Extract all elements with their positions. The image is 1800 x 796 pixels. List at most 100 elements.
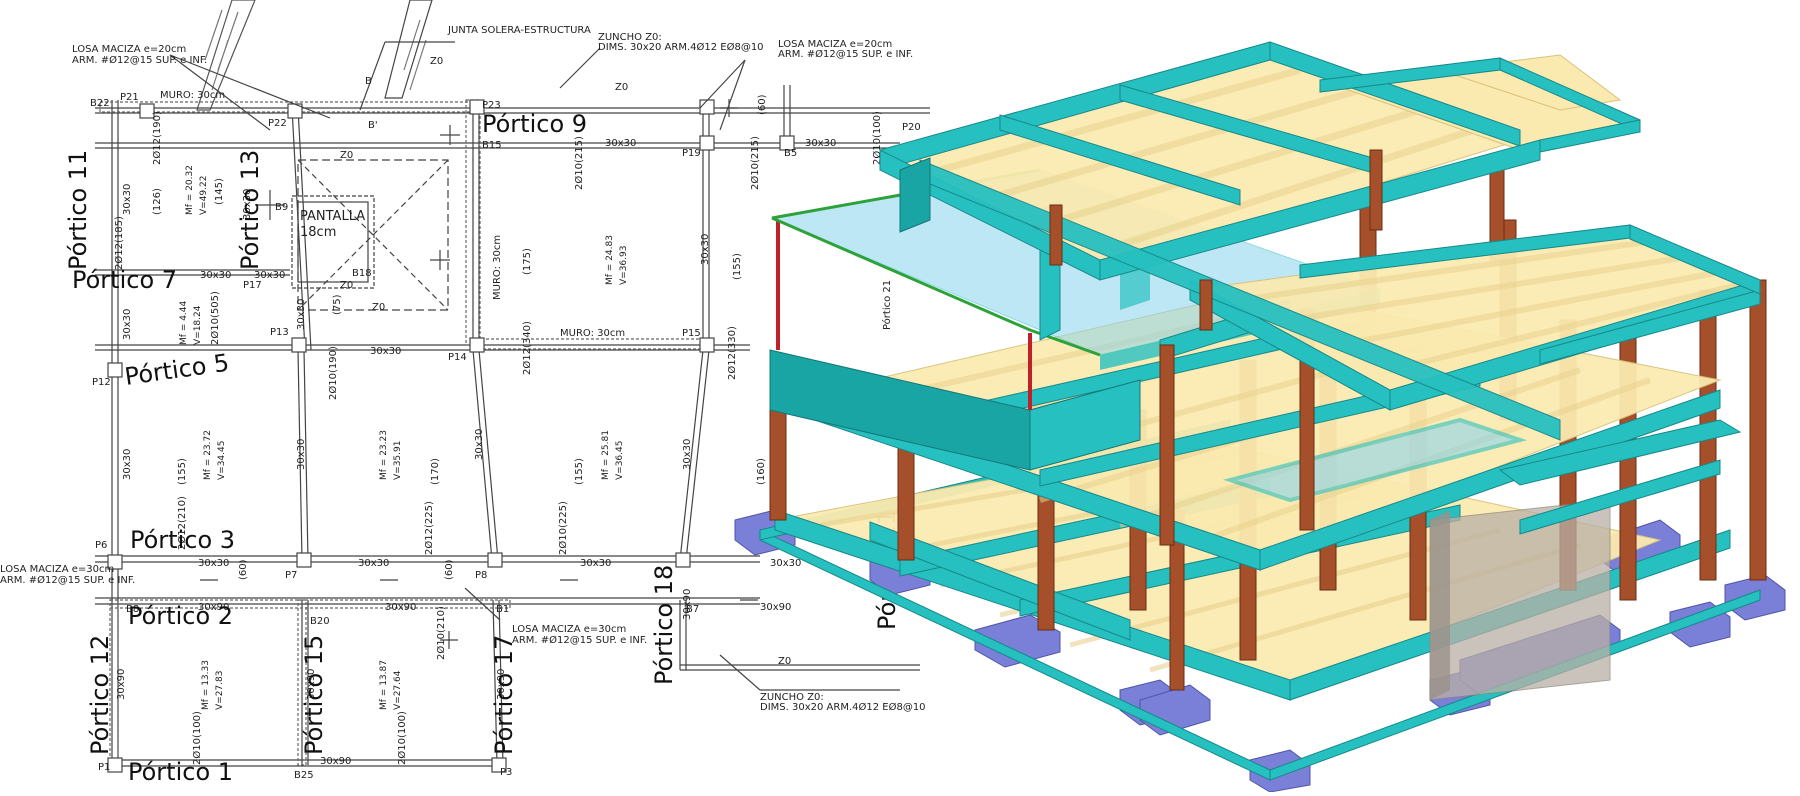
- pillar-label: P13: [270, 327, 289, 338]
- dim-label: 2Ø10(215): [749, 136, 761, 190]
- pillar-label: P23: [482, 100, 501, 111]
- dim-label: (60): [757, 94, 768, 115]
- dim-label: (60): [238, 559, 249, 580]
- portico-label: Pórtico 2: [128, 602, 233, 630]
- beam-label: B5: [784, 148, 797, 159]
- shear-label: V=18.24: [193, 305, 203, 345]
- dim-label: 30x30: [254, 270, 285, 281]
- beam-label: B15: [482, 140, 502, 151]
- dim-label: 2Ø10(190): [327, 346, 339, 400]
- note-pantalla-2: 18cm: [300, 225, 336, 240]
- dim-label: (155): [177, 458, 188, 485]
- pillar-label: P8: [475, 570, 487, 581]
- beam-label: B25: [294, 770, 314, 781]
- dim-label: 30x30: [580, 558, 611, 569]
- note-junta: JUNTA SOLERA-ESTRUCTURA: [447, 25, 591, 36]
- moment-label: Mf = 20.32: [185, 165, 195, 215]
- pillar-label: P1: [98, 762, 110, 773]
- portico-label: Pórtico 5: [123, 349, 231, 391]
- dim-label: 2Ø10(210): [435, 606, 447, 660]
- dim-label: 30x30: [358, 558, 389, 569]
- shear-label: V=49.22: [199, 176, 209, 215]
- note-muro-mid: MURO: 30cm: [560, 328, 625, 339]
- dim-label: (155): [732, 253, 743, 280]
- pillar-label: P12: [92, 377, 111, 388]
- dim-label: Z0: [615, 82, 628, 93]
- dim-label: (126): [152, 188, 163, 215]
- beam-label: B18: [352, 268, 372, 279]
- portico-label: Pórtico 3: [130, 526, 235, 554]
- portico-label: Pórtico 1: [128, 758, 233, 786]
- dim-label: 30x30: [700, 234, 711, 265]
- shear-label: V=36.45: [615, 441, 625, 480]
- dim-label: 30x90: [760, 602, 791, 613]
- shear-label: V=35.91: [393, 441, 403, 480]
- beam-label: B9: [275, 202, 288, 213]
- dim-label: Z0: [372, 302, 385, 313]
- dim-label: Z0: [778, 656, 791, 667]
- portico-label: Pórtico 12: [86, 635, 114, 755]
- dim-label: Z0: [340, 150, 353, 161]
- dim-label: 30x90: [682, 589, 693, 620]
- beam-label: B20: [310, 616, 330, 627]
- dim-label: Z0: [430, 56, 443, 67]
- note-losa-mid-1: LOSA MACIZA e=30cm: [512, 624, 626, 635]
- moment-label: Mf = 25.81: [601, 430, 611, 480]
- dim-label: 30x30: [122, 309, 133, 340]
- note-losa-left-2: ARM. #Ø12@15 SUP. e INF.: [0, 574, 135, 586]
- dim-label: 30x90: [385, 602, 416, 613]
- dim-label: 2Ø12(190): [151, 111, 163, 165]
- pillar-label: P3: [500, 767, 512, 778]
- dim-label: (155): [574, 458, 585, 485]
- note-losa-tl-2: ARM. #Ø12@15 SUP. e INF.: [72, 54, 207, 66]
- portico-label: Pórtico 7: [72, 266, 177, 294]
- portico-label: Pórtico 11: [64, 150, 92, 270]
- dim-label: 2Ø12(330): [726, 326, 738, 380]
- portico-label: Pórtico 9: [482, 110, 587, 138]
- dim-label: Z0: [340, 280, 353, 291]
- moment-label: Mf = 23.23: [379, 430, 389, 480]
- dim-label: 30x30: [370, 346, 401, 357]
- note-zuncho-top-2: DIMS. 30x20 ARM.4Ø12 EØ8@10: [598, 41, 764, 53]
- shear-label: V=36.93: [619, 246, 629, 285]
- dim-label: 2Ø10(505): [209, 291, 221, 345]
- shear-label: V=27.64: [393, 670, 403, 710]
- dim-label: 2Ø10(100): [396, 711, 408, 765]
- note-zuncho-bot-1: ZUNCHO Z0:: [760, 692, 824, 703]
- dim-label: 30x90: [116, 669, 127, 700]
- dim-label: (170): [430, 458, 441, 485]
- dim-label: 30x30: [605, 138, 636, 149]
- pillar-label: P22: [268, 118, 287, 129]
- moment-label: Mf = 23.72: [203, 430, 213, 480]
- dim-label: 2Ø10(100): [191, 711, 203, 765]
- portico-label: Pórtico 18: [650, 565, 678, 685]
- dim-label: 30x30: [296, 439, 307, 470]
- dim-label: 2Ø12(210): [176, 496, 188, 550]
- 3d-structural-model: [734, 41, 1786, 793]
- beam-label: B22: [90, 98, 110, 109]
- note-losa-tl-1: LOSA MACIZA e=20cm: [72, 44, 186, 55]
- note-muro-vert: MURO: 30cm: [492, 235, 503, 300]
- dim-label: 30x30: [198, 558, 229, 569]
- shear-label: V=27.83: [215, 671, 225, 710]
- dim-label: (160): [756, 458, 767, 485]
- beam-label: B': [368, 120, 378, 131]
- beam-label: B1: [496, 604, 509, 615]
- pillar-label: P6: [95, 540, 107, 551]
- pillar-label: P14: [448, 352, 467, 363]
- note-losa-mid-2: ARM. #Ø12@15 SUP. e INF.: [512, 634, 647, 646]
- moment-label: Mf = 24.83: [605, 235, 615, 285]
- dim-label: (75): [332, 294, 343, 315]
- dim-label: 30x30: [770, 558, 801, 569]
- portico-label: Pórtico 15: [300, 635, 328, 755]
- dim-label: 30x30: [242, 189, 253, 220]
- beam-label: B7: [686, 604, 699, 615]
- floor-plan: [95, 0, 930, 773]
- dim-label: 2Ø12(225): [423, 501, 435, 555]
- dim-label: 30x30: [122, 449, 133, 480]
- moment-label: Mf = 4.44: [179, 300, 189, 345]
- pillar-label: P19: [682, 148, 701, 159]
- portico-label: Pórtico 17: [490, 635, 518, 755]
- dim-label: 30x30: [122, 184, 133, 215]
